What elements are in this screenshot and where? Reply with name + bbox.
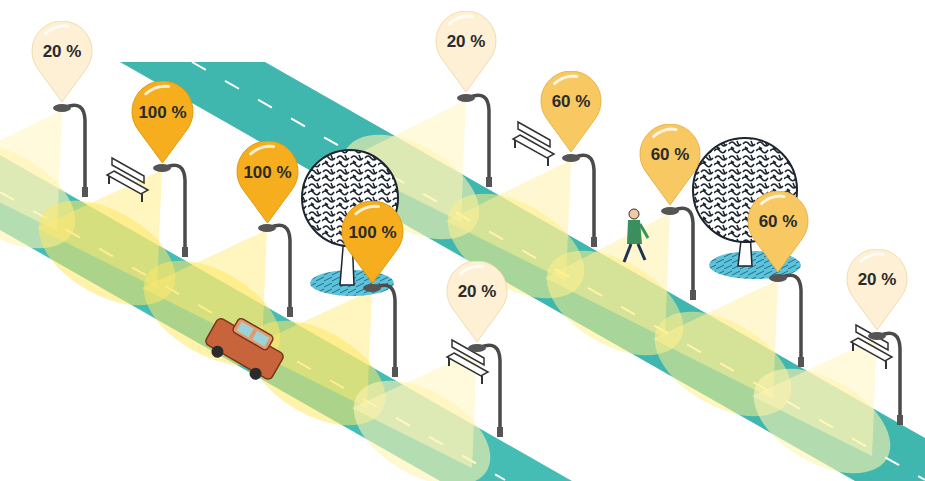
- pin-outline: [847, 249, 907, 330]
- light-level-pin: 20 %: [846, 249, 908, 331]
- pin-shape: [446, 261, 508, 343]
- percentage-label: 60 %: [639, 144, 701, 166]
- percentage-label: 100 %: [236, 162, 299, 184]
- pin-glint: [46, 26, 69, 33]
- percentage-label: 20 %: [846, 269, 908, 291]
- pin-shape: [846, 249, 908, 331]
- bench: [513, 122, 554, 166]
- pin-outline: [640, 124, 700, 205]
- light-level-pin: 100 %: [236, 141, 299, 224]
- pin-glint: [356, 206, 379, 214]
- pin-outline: [132, 81, 193, 163]
- pin-outline: [541, 71, 601, 152]
- percentage-label: 60 %: [540, 91, 602, 113]
- car: [201, 308, 290, 387]
- pin-glint: [146, 86, 169, 94]
- pin-outline: [447, 261, 507, 342]
- light-level-pin: 20 %: [435, 11, 497, 93]
- light-level-pin: 20 %: [446, 261, 508, 343]
- percentage-label: 60 %: [747, 211, 809, 233]
- light-level-pin: 100 %: [131, 81, 194, 164]
- pin-outline: [436, 11, 496, 92]
- percentage-label: 20 %: [446, 281, 508, 303]
- percentage-label: 20 %: [31, 41, 93, 63]
- pin-outline: [32, 21, 92, 102]
- bench: [851, 325, 892, 369]
- lamp-heads: [53, 94, 903, 437]
- light-level-pin: 100 %: [341, 201, 404, 284]
- pin-shape: [236, 141, 299, 224]
- percentage-label: 100 %: [131, 102, 194, 124]
- pin-glint: [251, 146, 274, 154]
- pin-shape: [435, 11, 497, 93]
- pin-glint: [654, 129, 677, 137]
- percentage-label: 100 %: [341, 222, 404, 244]
- pin-outline: [342, 201, 403, 283]
- pin-shape: [131, 81, 194, 164]
- light-level-pin: 20 %: [31, 21, 93, 103]
- pin-outline: [237, 141, 298, 223]
- light-level-pin: 60 %: [540, 71, 602, 153]
- bench: [447, 340, 488, 384]
- percentage-label: 20 %: [435, 31, 497, 53]
- pin-shape: [341, 201, 404, 284]
- pedestrian: [624, 209, 648, 262]
- light-beams: [0, 100, 908, 481]
- pin-shape: [540, 71, 602, 153]
- light-level-pin: 60 %: [639, 124, 701, 206]
- pin-glint: [450, 16, 473, 23]
- street-lamps: [66, 95, 900, 435]
- pin-glint: [762, 196, 785, 204]
- pin-glint: [461, 266, 484, 274]
- pin-shape: [31, 21, 93, 103]
- pin-outline: [748, 191, 808, 272]
- bench: [107, 158, 148, 202]
- pin-shape: [747, 191, 809, 273]
- light-level-pin: 60 %: [747, 191, 809, 273]
- pin-glint: [555, 76, 578, 84]
- pin-shape: [639, 124, 701, 206]
- pin-glint: [861, 254, 884, 262]
